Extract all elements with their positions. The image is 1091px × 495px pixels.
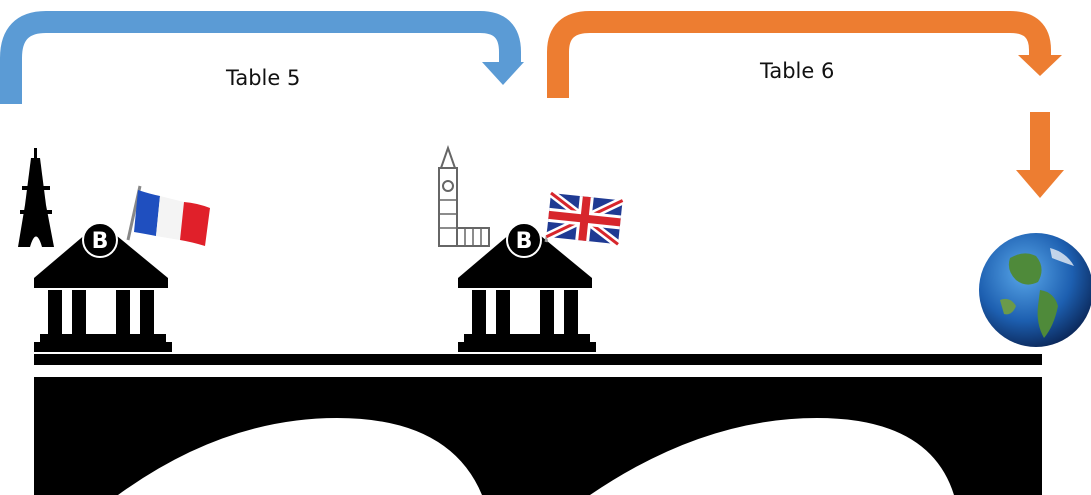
bitcoin-icon: B — [82, 222, 118, 258]
arrow-table-6 — [547, 11, 1062, 98]
bank-building-uk: B — [458, 222, 596, 352]
big-ben-icon — [438, 144, 490, 247]
globe-icon — [979, 233, 1091, 347]
flag-france-icon — [126, 185, 210, 246]
table-5-label: Table 5 — [226, 66, 301, 90]
arrow-down — [1016, 112, 1064, 198]
arrow-table-5 — [0, 11, 524, 104]
bank-building-france: B — [34, 222, 172, 352]
flag-uk-icon — [544, 189, 625, 248]
bitcoin-icon: B — [506, 222, 542, 258]
eiffel-tower-icon — [18, 148, 54, 247]
table-6-label: Table 6 — [760, 59, 835, 83]
bridge — [34, 354, 1042, 495]
svg-text:B: B — [516, 229, 533, 254]
svg-text:B: B — [92, 229, 109, 254]
